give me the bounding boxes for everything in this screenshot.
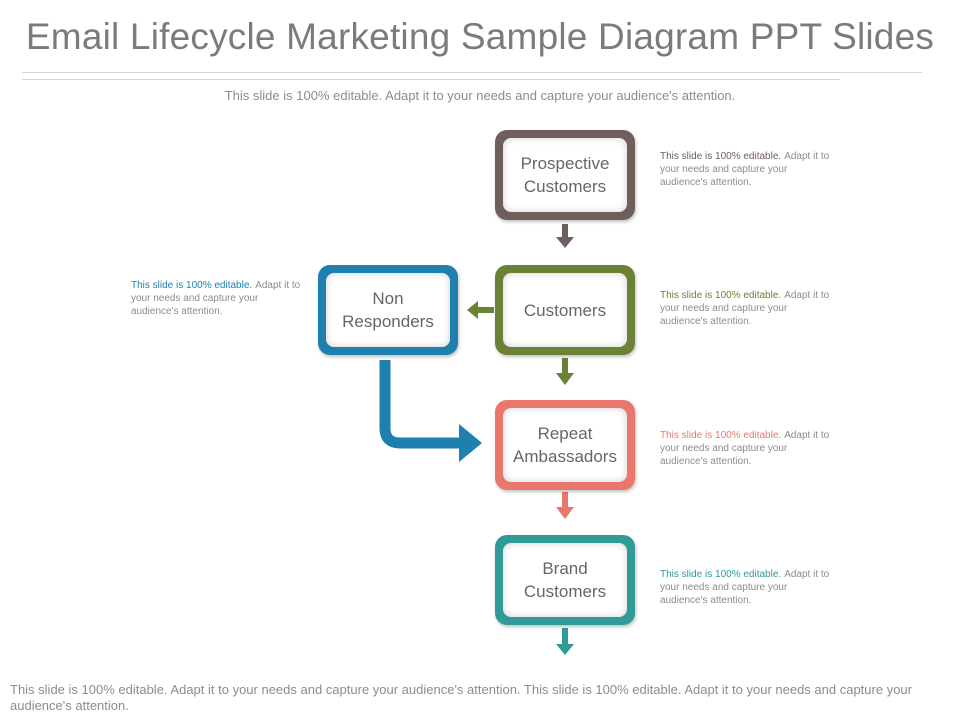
note-lead: This slide is 100% editable.	[660, 151, 782, 162]
note-lead: This slide is 100% editable.	[660, 569, 782, 580]
note-body: Adapt it to your needs and capture your …	[660, 290, 830, 327]
arrow-head-prospective-customers	[556, 237, 574, 248]
node-brand-customers-label: Brand Customers	[503, 543, 627, 617]
note-repeat-ambassadors: This slide is 100% editable.Adapt it to …	[660, 429, 830, 468]
arrow-shaft-repeat-brand	[562, 492, 568, 508]
note-customers: This slide is 100% editable.Adapt it to …	[660, 289, 830, 328]
node-brand-customers: Brand Customers	[495, 535, 635, 625]
slide-subtitle: This slide is 100% editable. Adapt it to…	[224, 88, 736, 103]
note-body: Adapt it to your needs and capture your …	[660, 569, 830, 606]
arrow-head-customers-repeat	[556, 373, 574, 385]
note-lead: This slide is 100% editable.	[660, 430, 782, 441]
title-divider-bottom	[22, 79, 840, 80]
note-prospective-customers: This slide is 100% editable.Adapt it to …	[660, 150, 830, 189]
arrow-head-customers-nonresponders	[467, 301, 478, 319]
note-non-responders: This slide is 100% editable.Adapt it to …	[131, 279, 301, 318]
arrow-shaft-customers-repeat	[562, 358, 568, 374]
node-customers-label: Customers	[503, 273, 627, 347]
arrow-head-repeat-brand	[556, 507, 574, 519]
node-non-responders: Non Responders	[318, 265, 458, 355]
footer-text: This slide is 100% editable. Adapt it to…	[10, 682, 912, 713]
arrow-head-nonresponders-repeat	[459, 424, 482, 462]
node-prospective-customers: Prospective Customers	[495, 130, 635, 220]
arrow-elbow-nonresponders-repeat	[379, 360, 462, 449]
note-lead: This slide is 100% editable.	[131, 280, 253, 291]
note-body: Adapt it to your needs and capture your …	[660, 430, 830, 467]
note-body: Adapt it to your needs and capture your …	[660, 151, 830, 188]
note-lead: This slide is 100% editable.	[660, 290, 782, 301]
note-body: Adapt it to your needs and capture your …	[131, 280, 301, 317]
arrow-head-brand-next	[556, 644, 574, 655]
node-non-responders-label: Non Responders	[326, 273, 450, 347]
arrow-shaft-customers-nonresponders	[477, 307, 494, 313]
note-brand-customers: This slide is 100% editable.Adapt it to …	[660, 568, 830, 607]
node-repeat-ambassadors-label: Repeat Ambassadors	[503, 408, 627, 482]
arrow-shaft-prospective-customers	[562, 224, 568, 238]
slide-title: Email Lifecycle Marketing Sample Diagram…	[25, 16, 935, 57]
arrow-shaft-brand-next	[562, 628, 568, 646]
node-prospective-customers-label: Prospective Customers	[503, 138, 627, 212]
title-divider-top	[22, 72, 922, 73]
node-repeat-ambassadors: Repeat Ambassadors	[495, 400, 635, 490]
node-customers: Customers	[495, 265, 635, 355]
